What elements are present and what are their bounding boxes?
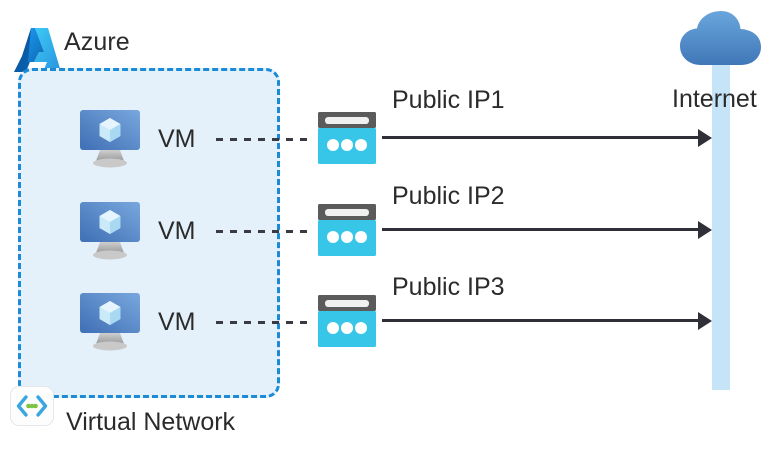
public-ip-address-icon (318, 204, 376, 256)
public-ip-address-icon (318, 112, 376, 164)
virtual-network-boundary (18, 68, 280, 398)
azure-logo-icon (14, 26, 62, 78)
arrow-public-ip-1-to-internet (382, 136, 700, 139)
connector-vm-to-public-ip-2 (216, 230, 314, 233)
arrow-public-ip-3-to-internet (382, 319, 700, 322)
vm-label-2: VM (158, 217, 196, 245)
virtual-network-icon (10, 386, 54, 426)
internet-boundary-bar (712, 50, 730, 390)
virtual-machine-icon (78, 108, 142, 170)
public-ip-label-2: Public IP2 (392, 182, 505, 210)
connector-vm-to-public-ip-1 (216, 138, 314, 141)
internet-label: Internet (672, 85, 757, 113)
arrow-head-icon-3 (698, 312, 712, 330)
public-ip-label-1: Public IP1 (392, 86, 505, 114)
virtual-network-label: Virtual Network (66, 408, 236, 436)
vm-label-1: VM (158, 125, 196, 153)
arrow-public-ip-2-to-internet (382, 228, 700, 231)
connector-vm-to-public-ip-3 (216, 321, 314, 324)
virtual-machine-icon (78, 200, 142, 262)
vm-label-3: VM (158, 308, 196, 336)
public-ip-address-icon (318, 295, 376, 347)
arrow-head-icon-1 (698, 129, 712, 147)
arrow-head-icon-2 (698, 221, 712, 239)
azure-brand-label: Azure (64, 28, 130, 56)
cloud-icon (678, 8, 764, 70)
public-ip-label-3: Public IP3 (392, 273, 505, 301)
virtual-machine-icon (78, 291, 142, 353)
